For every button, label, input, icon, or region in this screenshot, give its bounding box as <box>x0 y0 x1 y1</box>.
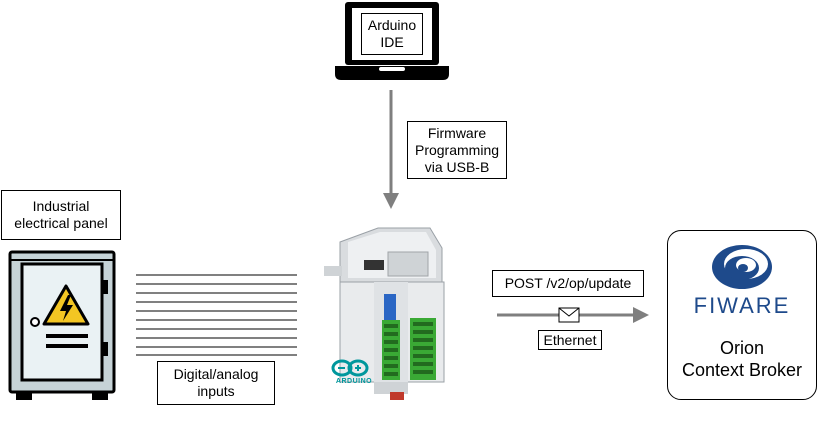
post-request-label: POST /v2/op/update <box>492 270 644 297</box>
fiware-swirl-icon <box>712 245 772 289</box>
industrial-panel-label: Industrial electrical panel <box>1 190 121 240</box>
digital-analog-inputs-label: Digital/analog inputs <box>157 361 275 405</box>
signal-wires <box>136 274 297 356</box>
firmware-programming-label: Firmware Programming via USB-B <box>407 121 507 179</box>
plc-device-image <box>324 227 445 400</box>
ethernet-label: Ethernet <box>538 330 602 350</box>
arduino-ide-label: Arduino IDE <box>361 13 423 55</box>
orion-context-broker-label: Orion Context Broker <box>681 338 803 380</box>
fiware-logo-text: FIWARE <box>693 293 791 318</box>
terminal-block-left <box>382 320 400 380</box>
envelope-icon <box>558 307 580 323</box>
terminal-block-right <box>410 318 436 380</box>
electrical-panel-icon <box>8 250 116 400</box>
orion-context-broker-box: FIWARE Orion Context Broker <box>667 230 817 400</box>
arduino-logo-icon <box>331 359 369 377</box>
arduino-brand-text: ARDUINO <box>335 378 373 385</box>
usb-programming-arrow <box>383 90 399 209</box>
